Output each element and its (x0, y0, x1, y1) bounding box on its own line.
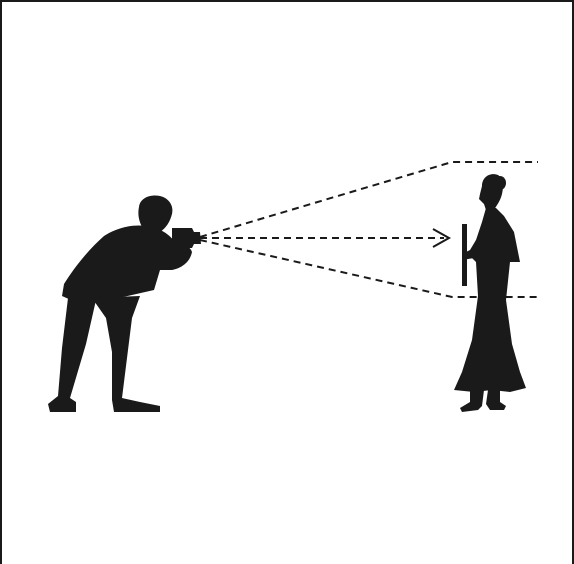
photographer-silhouette (48, 195, 201, 412)
photographer-back-leg (48, 298, 96, 412)
woman-silhouette (454, 174, 526, 412)
measuring-rod-icon (462, 224, 467, 286)
woman-feet (460, 390, 506, 412)
woman-head (479, 174, 503, 210)
photographer-front-leg (92, 296, 160, 412)
